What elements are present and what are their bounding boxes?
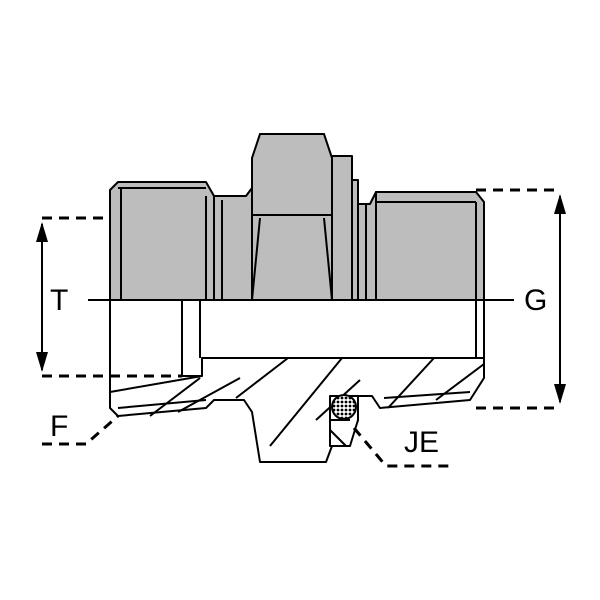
fitting-upper-half [109,133,485,301]
leader-F [42,414,119,446]
collar [331,155,353,301]
dimension-G [476,188,566,410]
o-ring-seal [331,394,357,420]
label-JE: JE [404,426,439,459]
label-T: T [50,284,68,317]
label-F: F [50,410,68,443]
arrow-down-icon [36,352,48,372]
fitting-lower-half [109,299,485,463]
leader-JE [352,427,450,468]
dimension-T [36,216,182,378]
right-thread-section [375,191,485,301]
neck-section [213,187,253,301]
label-G: G [524,284,547,317]
hex-nut [251,133,333,301]
arrow-up-icon [36,222,48,242]
left-thread-section [109,181,215,301]
arrow-down-icon [554,384,566,404]
arrow-up-icon [554,194,566,214]
